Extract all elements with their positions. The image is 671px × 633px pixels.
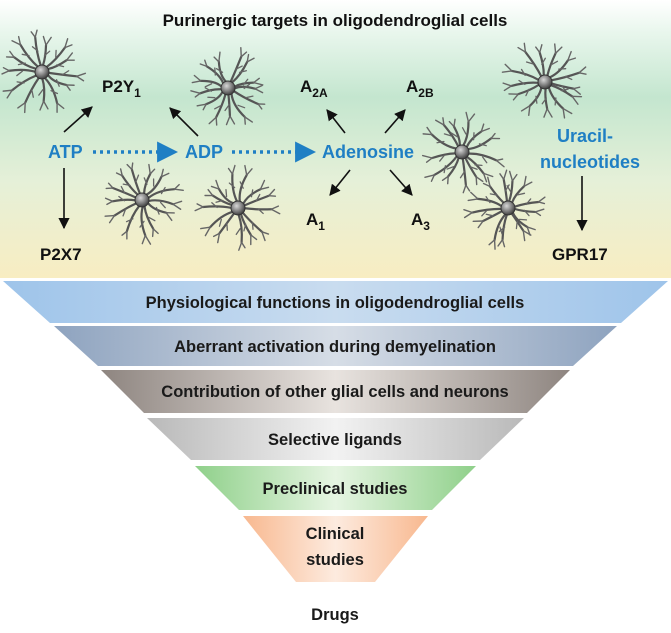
oligodendrocyte-cell <box>463 169 546 250</box>
adenosine-to-a2a-arrow <box>326 109 346 134</box>
oligodendrocyte-cell <box>190 46 266 126</box>
oligodendrocyte-cell <box>421 111 505 194</box>
tier-label-drugs: Drugs <box>311 606 359 624</box>
tier-label-preclinical: Preclinical studies <box>263 480 408 498</box>
receptor-gpr17: GPR17 <box>552 245 608 264</box>
receptor-p2x7: P2X7 <box>40 245 82 264</box>
nucleotide-adp: ADP <box>185 142 223 162</box>
adenosine-to-a1-arrow <box>329 169 351 196</box>
tier-label-clinical-line1: Clinical <box>306 525 365 543</box>
oligodendrocyte-cells <box>1 29 587 251</box>
receptor-a2b: A2B <box>406 77 434 100</box>
receptor-a1: A1 <box>306 210 325 233</box>
tier-preclinical <box>195 466 476 510</box>
adp-to-p2y1-arrow <box>169 107 199 137</box>
receptor-p2y1: P2Y1 <box>102 77 141 100</box>
tier-label-other-cells: Contribution of other glial cells and ne… <box>161 383 508 401</box>
oligodendrocyte-cell <box>194 164 281 251</box>
nucleotide-atp: ATP <box>48 142 83 162</box>
oligodendrocyte-cell <box>1 29 87 114</box>
nucleotide-uracil-line1: Uracil- <box>557 126 613 146</box>
oligodendrocyte-cell <box>501 42 587 119</box>
tier-clinical <box>243 516 428 582</box>
pyramid: Physiological functions in oligodendrogl… <box>3 281 668 624</box>
nucleotide-adenosine: Adenosine <box>322 142 414 162</box>
tier-physiological <box>3 281 668 323</box>
panel-title: Purinergic targets in oligodendroglial c… <box>163 11 508 30</box>
tier-aberrant <box>54 326 617 366</box>
receptor-a3: A3 <box>411 210 430 233</box>
tier-selective-ligands <box>147 418 524 460</box>
receptor-a2a: A2A <box>300 77 328 100</box>
top-panel-background <box>0 0 671 278</box>
nucleotide-uracil-line2: nucleotides <box>540 152 640 172</box>
tier-label-selective-ligands: Selective ligands <box>268 431 402 449</box>
tier-label-aberrant: Aberrant activation during demyelination <box>174 338 496 356</box>
tier-label-clinical-line2: studies <box>306 551 364 569</box>
oligodendrocyte-cell <box>104 162 184 245</box>
tier-other-cells <box>101 370 570 413</box>
tier-label-physiological: Physiological functions in oligodendrogl… <box>146 294 525 312</box>
atp-to-p2y1-arrow <box>63 106 93 133</box>
adenosine-to-a2b-arrow <box>384 109 406 134</box>
adenosine-to-a3-arrow <box>389 169 413 196</box>
